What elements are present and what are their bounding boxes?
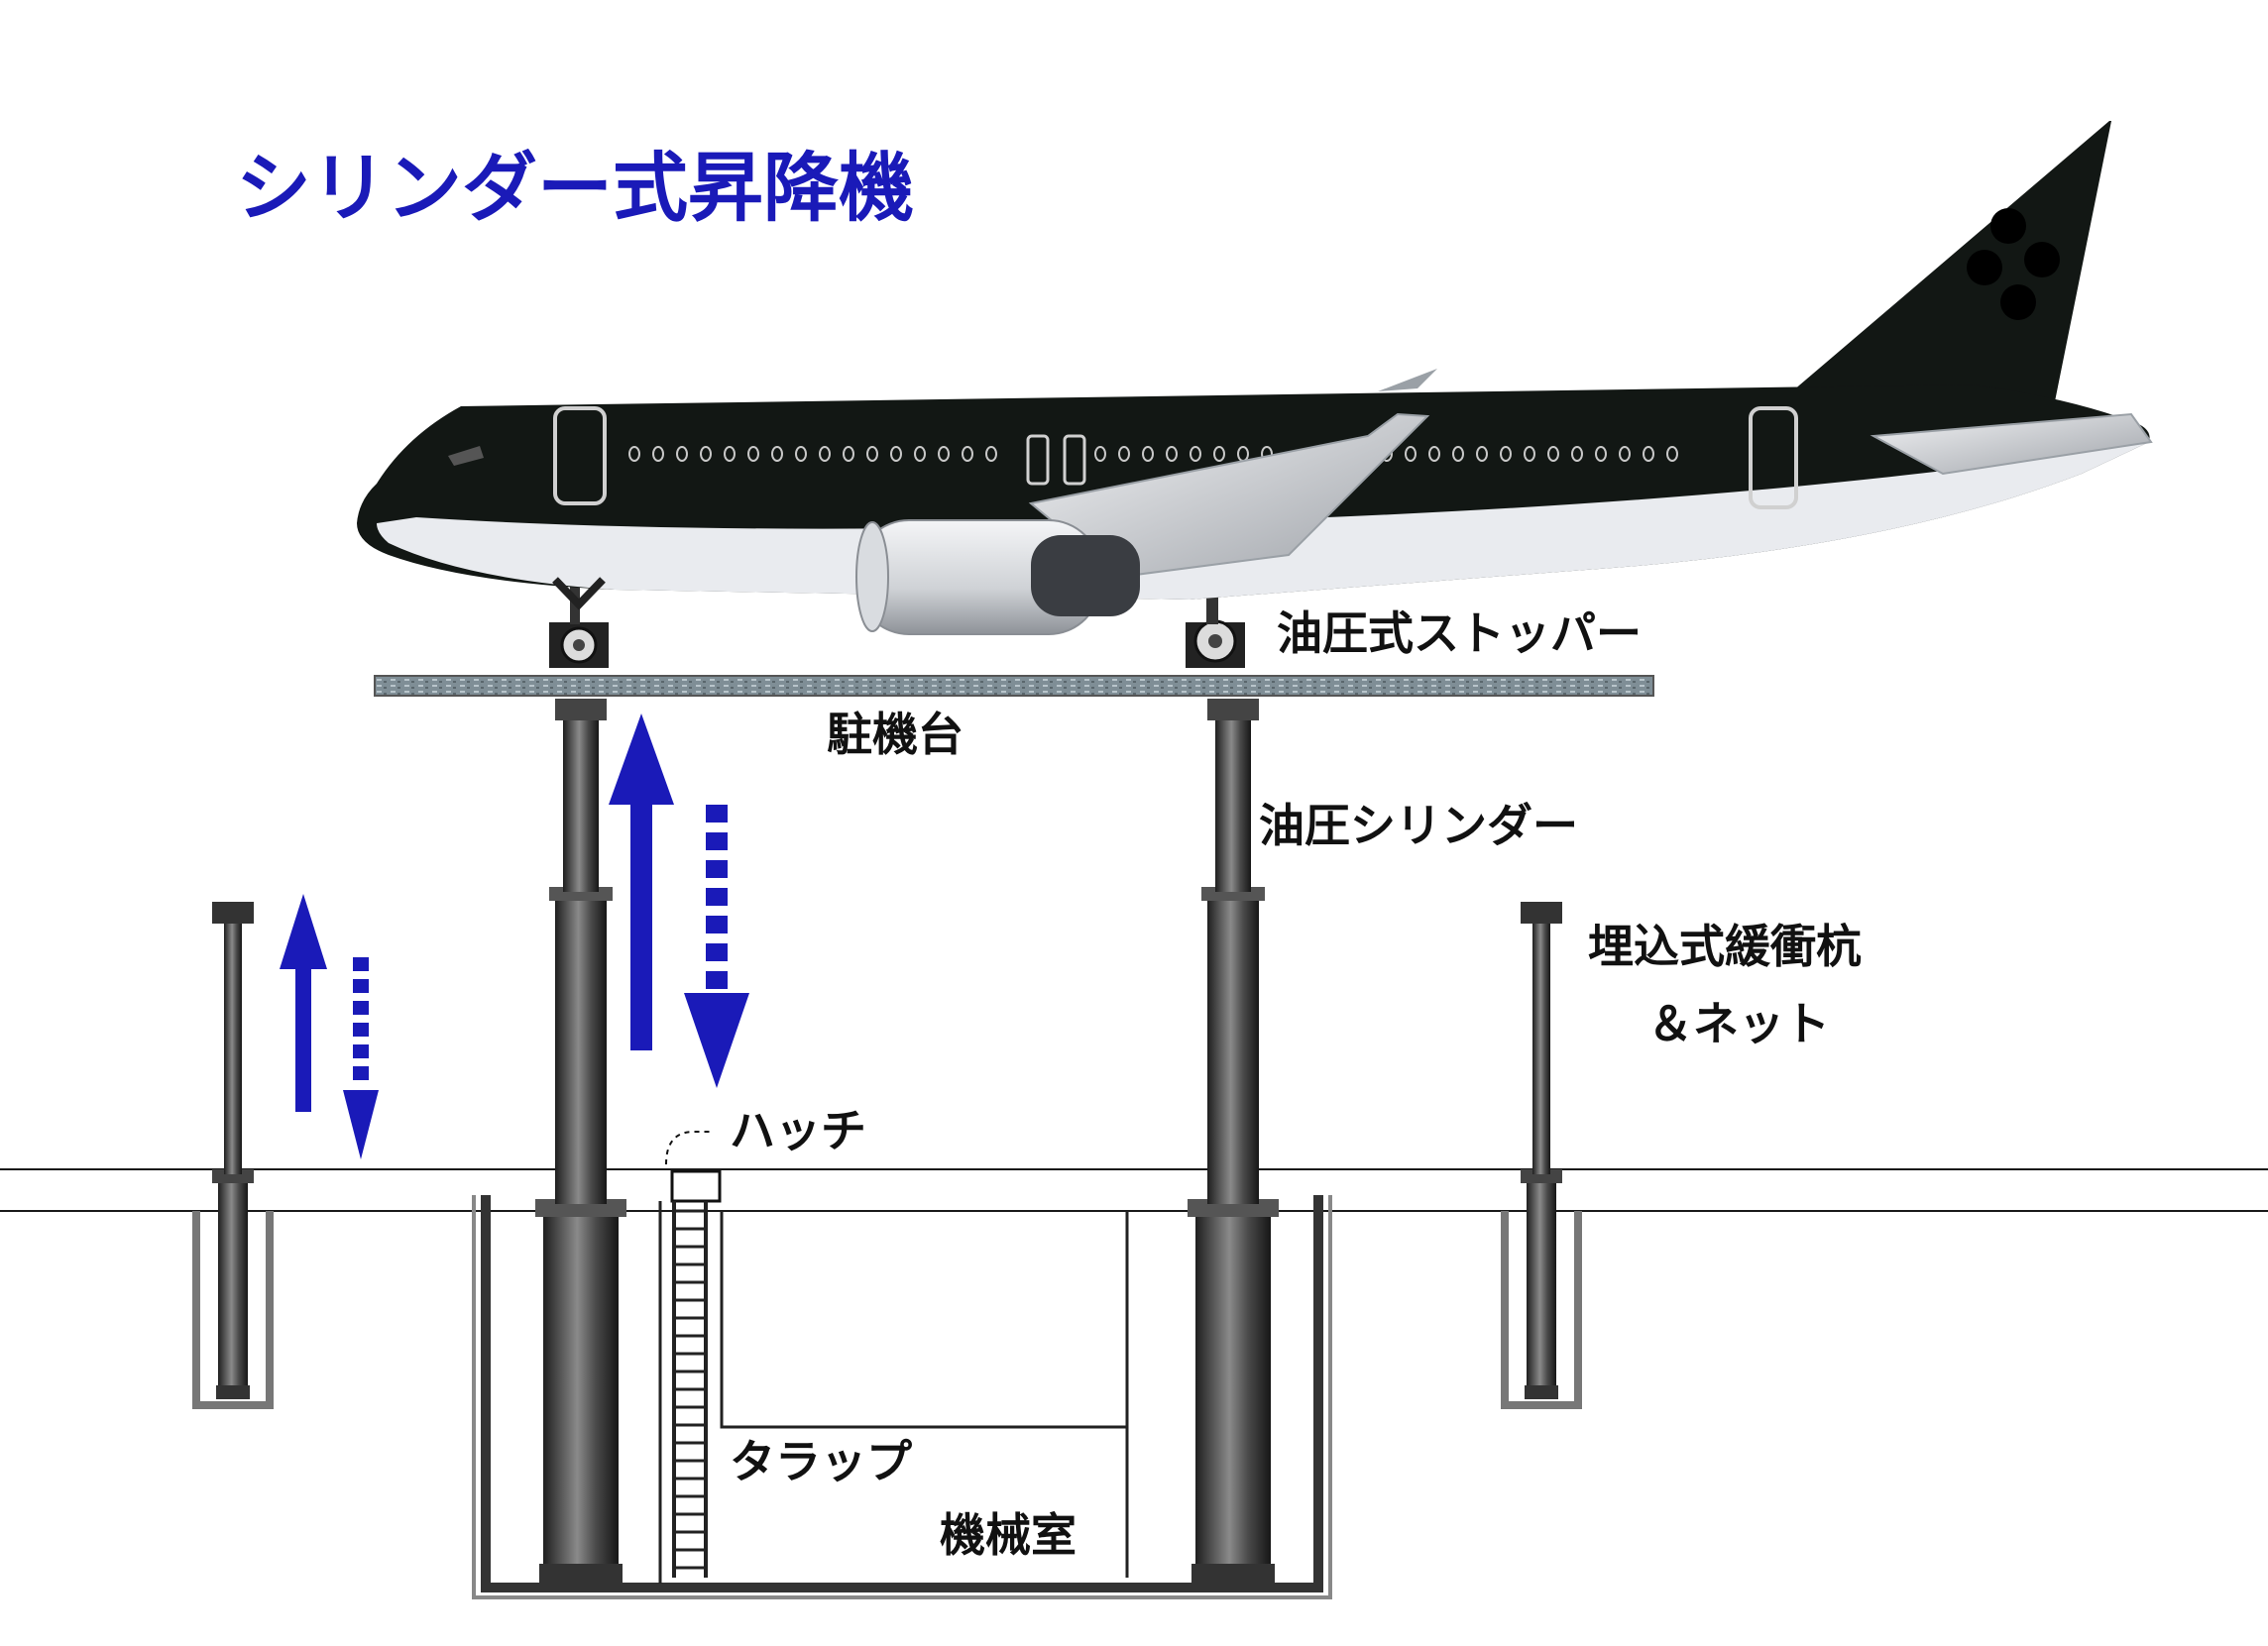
label-ladder: タラップ — [730, 1435, 912, 1488]
buffer-pile-right — [1501, 902, 1582, 1409]
label-hydraulic-stopper: 油圧式ストッパー — [1277, 606, 1642, 660]
machine-room-pit — [472, 1195, 1332, 1599]
hydraulic-stopper-right — [1186, 593, 1245, 668]
label-parking-platform: 駐機台 — [827, 708, 964, 761]
movement-arrows — [280, 713, 749, 1159]
down-arrow-large-dashed — [684, 805, 749, 1088]
hydraulic-cylinder-right — [1188, 699, 1279, 1584]
buffer-pile-left — [192, 902, 274, 1409]
hydraulic-stopper-left — [549, 579, 609, 668]
label-machine-room: 機械室 — [940, 1508, 1077, 1562]
airplane — [357, 121, 2153, 635]
label-net: ＆ネット — [1647, 997, 1830, 1050]
up-arrow-small — [280, 894, 327, 1112]
parking-platform — [374, 675, 1654, 697]
hydraulic-cylinder-left — [535, 699, 626, 1584]
label-buffer-pile: 埋込式緩衝杭 — [1588, 920, 1862, 973]
up-arrow-large — [609, 713, 674, 1050]
ladder — [658, 1201, 708, 1584]
diagram-title: シリンダー式昇降機 — [236, 144, 914, 232]
hatch — [665, 1131, 722, 1203]
label-hydraulic-cylinder: 油圧シリンダー — [1259, 799, 1578, 852]
down-arrow-small-dashed — [343, 957, 379, 1159]
label-hatch: ハッチ — [730, 1104, 866, 1157]
